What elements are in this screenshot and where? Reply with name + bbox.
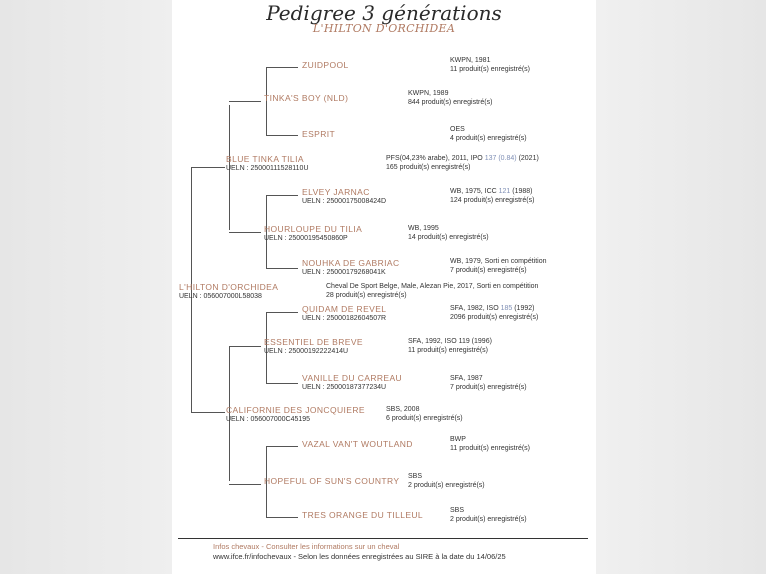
horse-ueln: UELN : 25000192222414U xyxy=(264,348,349,355)
horse-name-sire-sire[interactable]: TINKA'S BOY (NLD) xyxy=(264,93,349,103)
index-value: 185 xyxy=(500,305,513,312)
horse-ueln: UELN : 25000195450860P xyxy=(264,235,348,242)
horse-offspring: 4 produit(s) enregistré(s) xyxy=(450,135,527,142)
index-value: 121 xyxy=(498,188,511,195)
horse-info: SBS xyxy=(450,507,465,514)
connector-line xyxy=(266,312,267,347)
connector-line xyxy=(229,101,261,102)
horse-name-dam-sire-sire[interactable]: QUIDAM DE REVEL xyxy=(302,304,387,314)
connector-line xyxy=(266,195,267,232)
horse-info: SBS, 2008 xyxy=(386,406,420,413)
connector-line xyxy=(229,484,261,485)
horse-info: WB, 1975, ICC 121 (1988) xyxy=(450,188,533,195)
page-margin-right xyxy=(596,0,766,574)
horse-offspring: 28 produit(s) enregistré(s) xyxy=(326,292,407,299)
horse-ueln: UELN : 056007000L58038 xyxy=(179,293,262,300)
horse-info: KWPN, 1981 xyxy=(450,57,491,64)
horse-name-dam[interactable]: CALIFORNIE DES JONCQUIERE xyxy=(226,405,365,415)
pedigree-sheet xyxy=(172,0,596,574)
horse-info: BWP xyxy=(450,436,466,443)
connector-line xyxy=(266,135,298,136)
connector-line xyxy=(266,232,267,268)
connector-line xyxy=(266,105,267,135)
page-subtitle: L'HILTON D'ORCHIDEA xyxy=(312,22,456,35)
horse-name-sire-dam-dam[interactable]: NOUHKA DE GABRIAC xyxy=(302,258,400,268)
connector-line xyxy=(229,105,230,168)
connector-line xyxy=(191,412,225,413)
horse-info: SFA, 1992, ISO 119 (1996) xyxy=(408,338,492,345)
horse-name-sire[interactable]: BLUE TINKA TILIA xyxy=(226,154,304,164)
horse-info: Cheval De Sport Belge, Male, Alezan Pie,… xyxy=(326,283,539,290)
horse-name-subject[interactable]: L'HILTON D'ORCHIDEA xyxy=(179,282,279,292)
connector-line xyxy=(266,268,298,269)
footer-divider xyxy=(178,538,588,539)
connector-line xyxy=(266,383,298,384)
connector-line xyxy=(266,67,298,68)
connector-line xyxy=(229,346,261,347)
horse-ueln: UELN : 25000175008424D xyxy=(302,198,387,205)
horse-name-dam-dam-dam[interactable]: TRES ORANGE DU TILLEUL xyxy=(302,510,424,520)
page-margin-left xyxy=(0,0,172,574)
horse-ueln: UELN : 056007000C45195 xyxy=(226,416,311,423)
connector-line xyxy=(266,195,298,196)
horse-info: SFA, 1987 xyxy=(450,375,483,382)
connector-line xyxy=(266,312,298,313)
horse-offspring: 7 produit(s) enregistré(s) xyxy=(450,384,527,391)
connector-line xyxy=(266,517,298,518)
connector-line xyxy=(229,232,261,233)
horse-offspring: 2 produit(s) enregistré(s) xyxy=(408,482,485,489)
horse-info: PFS(04,23% arabe), 2011, IPO 137 (0.84) … xyxy=(386,155,539,162)
horse-name-dam-sire-dam[interactable]: VANILLE DU CARREAU xyxy=(302,373,403,383)
horse-info: SFA, 1982, ISO 185 (1992) xyxy=(450,305,535,312)
horse-info: SBS xyxy=(408,473,423,480)
footer-source: www.ifce.fr/infochevaux - Selon les donn… xyxy=(213,552,506,561)
horse-offspring: 165 produit(s) enregistré(s) xyxy=(386,164,471,171)
connector-line xyxy=(191,167,192,412)
page-title: Pedigree 3 générations xyxy=(266,1,502,25)
connector-line xyxy=(229,168,230,230)
connector-line xyxy=(266,67,267,105)
horse-offspring: 2096 produit(s) enregistré(s) xyxy=(450,314,539,321)
connector-line xyxy=(266,446,267,481)
horse-offspring: 844 produit(s) enregistré(s) xyxy=(408,99,493,106)
horse-offspring: 11 produit(s) enregistré(s) xyxy=(450,445,531,452)
horse-offspring: 124 produit(s) enregistré(s) xyxy=(450,197,535,204)
horse-name-sire-dam-sire[interactable]: ELVEY JARNAC xyxy=(302,187,370,197)
horse-offspring: 11 produit(s) enregistré(s) xyxy=(408,347,489,354)
horse-name-sire-sire-sire[interactable]: ZUIDPOOL xyxy=(302,60,349,70)
horse-offspring: 6 produit(s) enregistré(s) xyxy=(386,415,463,422)
horse-info: WB, 1979, Sorti en compétition xyxy=(450,258,547,265)
horse-ueln: UELN : 25000187377234U xyxy=(302,384,387,391)
horse-ueln: UELN : 25000111528110U xyxy=(226,165,309,172)
horse-offspring: 11 produit(s) enregistré(s) xyxy=(450,66,531,73)
horse-info: OES xyxy=(450,126,465,133)
footer-link[interactable]: Infos chevaux - Consulter les informatio… xyxy=(213,542,400,551)
horse-offspring: 7 produit(s) enregistré(s) xyxy=(450,267,527,274)
index-value: 137 (0.84) xyxy=(484,155,517,162)
horse-ueln: UELN : 25000179268041K xyxy=(302,269,386,276)
horse-offspring: 14 produit(s) enregistré(s) xyxy=(408,234,489,241)
connector-line xyxy=(191,167,225,168)
horse-info: WB, 1995 xyxy=(408,225,439,232)
connector-line xyxy=(266,481,267,517)
horse-info: KWPN, 1989 xyxy=(408,90,449,97)
connector-line xyxy=(229,346,230,410)
horse-ueln: UELN : 25000182604507R xyxy=(302,315,387,322)
connector-line xyxy=(266,446,298,447)
horse-offspring: 2 produit(s) enregistré(s) xyxy=(450,516,527,523)
horse-name-dam-sire[interactable]: ESSENTIEL DE BREVE xyxy=(264,337,363,347)
horse-name-dam-dam[interactable]: HOPEFUL OF SUN'S COUNTRY xyxy=(264,476,400,486)
horse-name-dam-dam-sire[interactable]: VAZAL VAN'T WOUTLAND xyxy=(302,439,413,449)
horse-name-sire-sire-dam[interactable]: ESPRIT xyxy=(302,129,336,139)
connector-line xyxy=(266,347,267,383)
connector-line xyxy=(229,410,230,481)
horse-name-sire-dam[interactable]: HOURLOUPE DU TILIA xyxy=(264,224,363,234)
